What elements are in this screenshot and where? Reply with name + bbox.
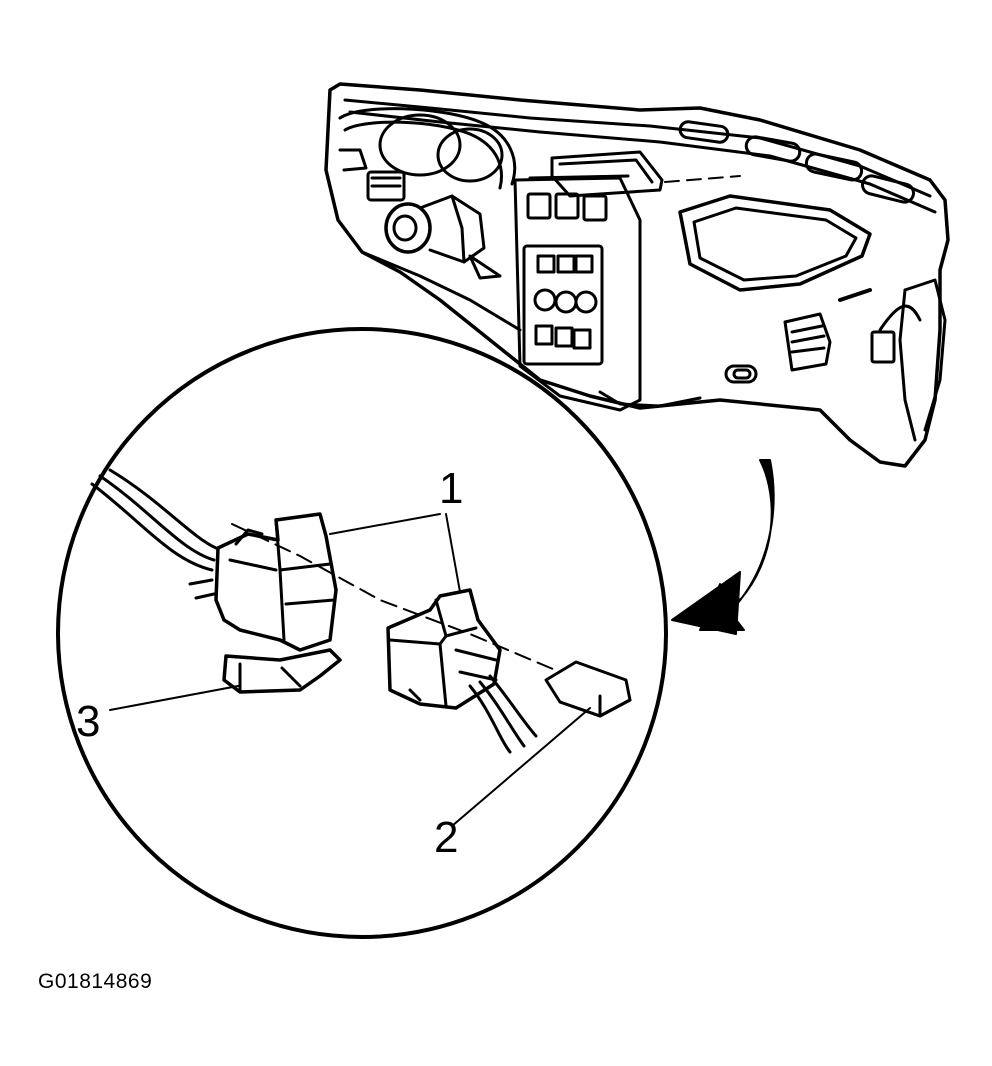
instrument-panel-illustration [324, 82, 950, 468]
detail-view-circle [56, 327, 668, 939]
connector-assembly-illustration [90, 468, 632, 827]
callout-1-label: 1 [439, 464, 464, 513]
direction-arrow [671, 459, 775, 635]
figure-id-label: G01814869 [38, 970, 153, 993]
callout-2-label: 2 [434, 813, 459, 862]
callout-3-label: 3 [76, 697, 101, 746]
